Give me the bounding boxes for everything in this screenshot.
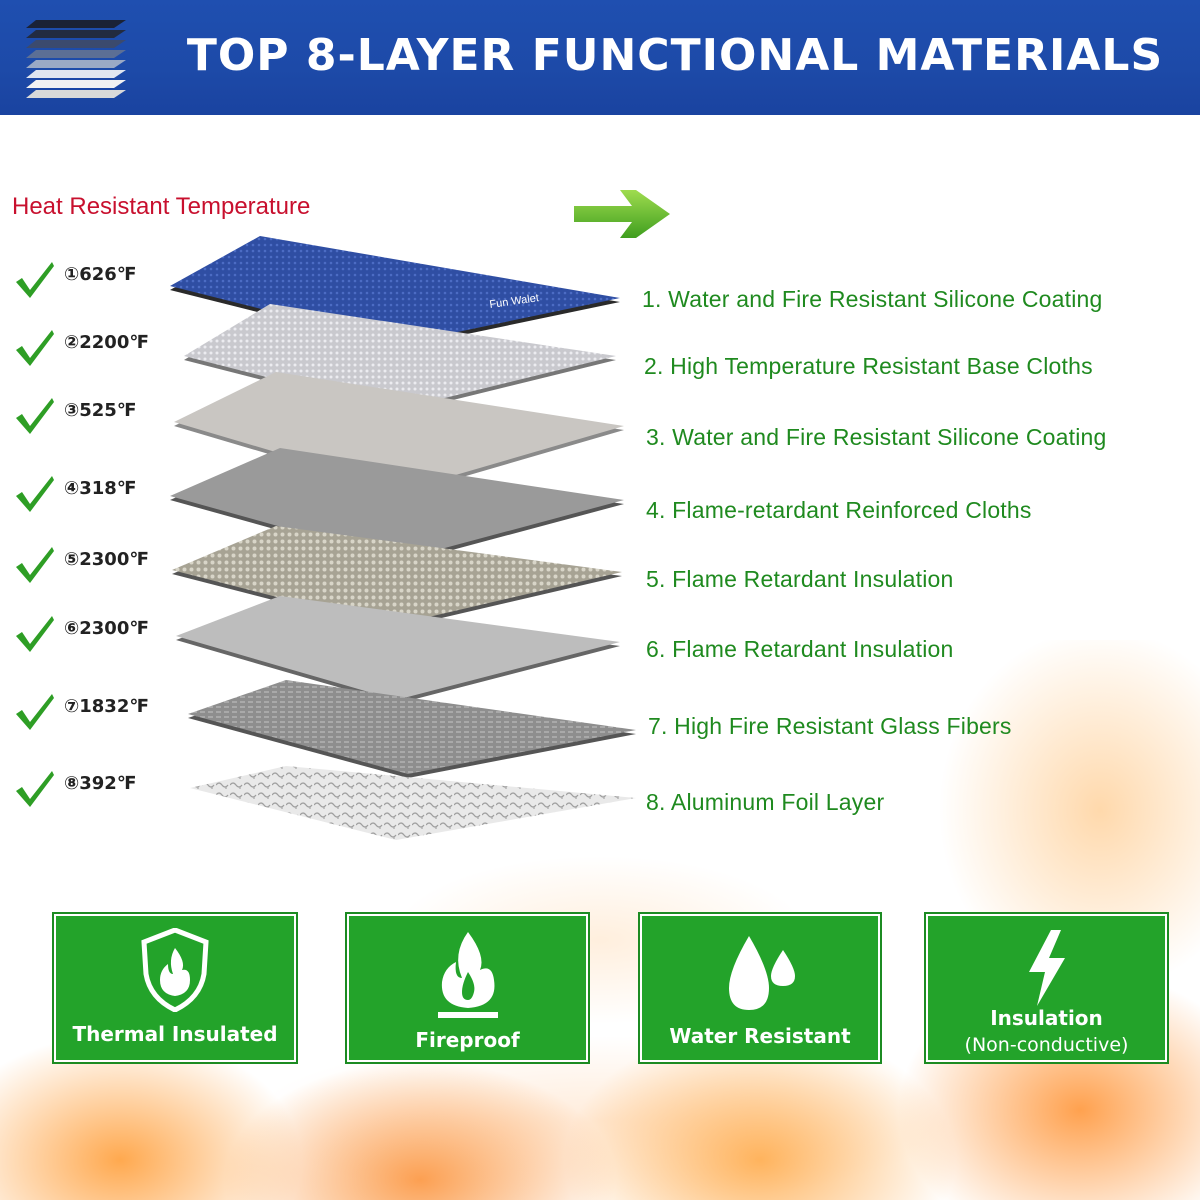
temperature-value: ⑥2300℉ <box>64 618 149 639</box>
arrow-right-icon <box>574 190 670 238</box>
temperature-row-5: ⑤2300℉ <box>14 543 184 587</box>
temperature-row-2: ②2200℉ <box>14 326 184 370</box>
feature-label: Thermal Insulated <box>72 1022 278 1046</box>
checkmark-icon <box>16 616 54 652</box>
checkmark-icon <box>16 330 54 366</box>
temperature-value: ①626℉ <box>64 264 137 285</box>
checkmark-icon <box>16 771 54 807</box>
layer-label-2: 2. High Temperature Resistant Base Cloth… <box>644 353 1093 379</box>
layer-4 <box>170 448 624 564</box>
temperature-value: ③525℉ <box>64 400 137 421</box>
layer-label-1: 1. Water and Fire Resistant Silicone Coa… <box>642 286 1103 312</box>
layer-5 <box>172 526 622 630</box>
feature-card-thermal-insulated: Thermal Insulated <box>52 912 298 1064</box>
temperature-row-4: ④318℉ <box>14 472 184 516</box>
feature-label: Insulation <box>990 1006 1103 1030</box>
layer-label-6: 6. Flame Retardant Insulation <box>646 636 954 662</box>
feature-label: Fireproof <box>415 1028 520 1052</box>
layer-6 <box>176 596 620 704</box>
layer-7 <box>188 680 636 778</box>
temperature-row-1: ①626℉ <box>14 258 184 302</box>
feature-card-insulation: Insulation (Non-conductive) <box>924 912 1169 1064</box>
checkmark-icon <box>16 547 54 583</box>
water-drops-icon <box>729 936 795 1010</box>
layer-label-8: 8. Aluminum Foil Layer <box>646 789 885 815</box>
temperature-value: ⑧392℉ <box>64 773 137 794</box>
temperature-value: ②2200℉ <box>64 332 149 353</box>
temperature-value: ④318℉ <box>64 478 137 499</box>
feature-label: Water Resistant <box>669 1024 851 1048</box>
flame-icon <box>437 932 498 1018</box>
checkmark-icon <box>16 694 54 730</box>
layer-1: Fun Walet <box>170 236 620 348</box>
header-banner: TOP 8-LAYER FUNCTIONAL MATERIALS <box>0 0 1200 115</box>
lightning-bolt-icon <box>1028 930 1065 1006</box>
layer-label-3: 3. Water and Fire Resistant Silicone Coa… <box>646 424 1107 450</box>
temperature-row-7: ⑦1832℉ <box>14 690 184 734</box>
feature-sublabel: (Non-conductive) <box>964 1034 1129 1056</box>
temperature-row-8: ⑧392℉ <box>14 767 184 811</box>
temperature-row-3: ③525℉ <box>14 394 184 438</box>
temperature-row-6: ⑥2300℉ <box>14 612 184 656</box>
temperature-value: ⑤2300℉ <box>64 549 149 570</box>
layer-label-5: 5. Flame Retardant Insulation <box>646 566 954 592</box>
feature-card-water-resistant: Water Resistant <box>638 912 882 1064</box>
layer-8 <box>190 766 636 840</box>
page-title: TOP 8-LAYER FUNCTIONAL MATERIALS <box>186 30 1164 81</box>
shield-flame-icon <box>141 928 209 1012</box>
checkmark-icon <box>16 262 54 298</box>
heat-resistant-title: Heat Resistant Temperature <box>12 193 311 220</box>
layer-3 <box>174 372 624 494</box>
layers-stack-icon <box>26 20 126 98</box>
material-layers-illustration: Fun Walet <box>170 236 636 840</box>
feature-card-fireproof: Fireproof <box>345 912 590 1064</box>
temperature-value: ⑦1832℉ <box>64 696 149 717</box>
checkmark-icon <box>16 476 54 512</box>
layer-label-7: 7. High Fire Resistant Glass Fibers <box>648 713 1012 739</box>
checkmark-icon <box>16 398 54 434</box>
layer-label-4: 4. Flame-retardant Reinforced Cloths <box>646 497 1032 523</box>
